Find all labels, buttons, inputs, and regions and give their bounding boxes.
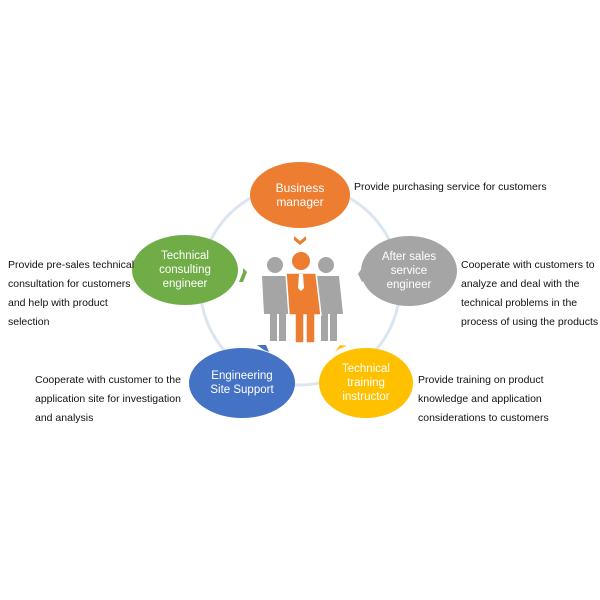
description-consulting: Provide pre-sales technical consultation…: [8, 259, 135, 328]
description-engineering: Cooperate with customer to the applicati…: [35, 374, 181, 424]
description-business: Provide purchasing service for customers: [354, 181, 547, 193]
description-training: Provide training on product knowledge an…: [418, 374, 549, 424]
role-node-consulting: Technical consulting engineer: [132, 235, 238, 305]
arrow-icon: [294, 236, 306, 245]
arrow-icon: [335, 345, 347, 352]
description-after-sales: Cooperate with customers to analyze and …: [461, 259, 599, 328]
role-node-after-sales: After sales service engineer: [361, 236, 457, 306]
role-node-business: Business manager: [250, 162, 350, 228]
role-node-training: Technical training instructor: [319, 348, 413, 418]
arrow-icon: [257, 345, 269, 352]
role-node-engineering: Engineering Site Support: [189, 348, 295, 418]
team-people-icon: [262, 252, 343, 344]
arrow-icon: [239, 268, 247, 282]
